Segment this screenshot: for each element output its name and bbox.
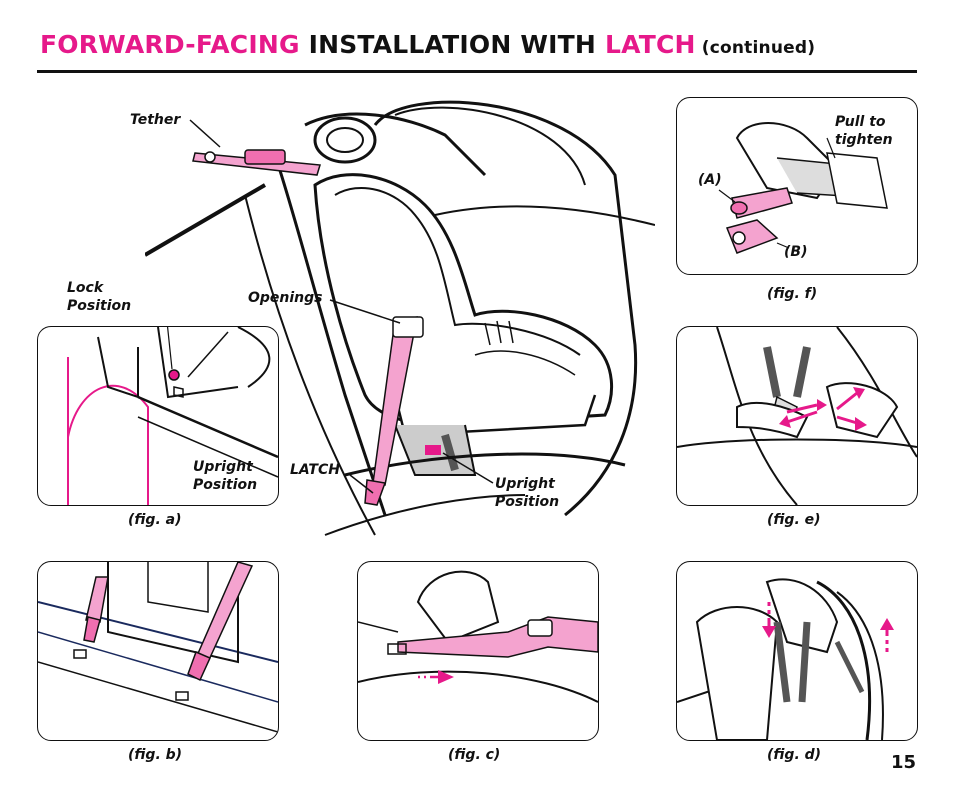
main-illustration bbox=[145, 95, 655, 560]
fig-d-panel bbox=[676, 561, 918, 741]
title-latch: LATCH bbox=[604, 30, 696, 59]
title-continued: (continued) bbox=[695, 38, 816, 58]
label-a: (A) bbox=[698, 172, 722, 188]
title-installation-with: INSTALLATION WITH bbox=[299, 30, 605, 59]
main-upright-line2: Position bbox=[495, 494, 560, 510]
fig-c-panel bbox=[357, 561, 599, 741]
lock-position-label: Lock Position bbox=[67, 279, 131, 315]
page-title: FORWARD-FACING INSTALLATION WITH LATCH (… bbox=[40, 30, 815, 59]
fig-e-panel bbox=[676, 326, 918, 506]
lock-line1: Lock bbox=[67, 280, 104, 296]
latch-label: LATCH bbox=[290, 462, 340, 478]
fig-a-upright-label: Upright Position bbox=[193, 458, 257, 494]
fig-f-panel: Pull to tighten (A) (B) bbox=[676, 97, 918, 275]
fig-a-panel: Upright Position bbox=[37, 326, 279, 506]
pull-line2: tighten bbox=[835, 132, 893, 148]
fig-f-caption: (fig. f) bbox=[767, 286, 818, 302]
fig-c-caption: (fig. c) bbox=[448, 747, 501, 763]
title-forward-facing: FORWARD-FACING bbox=[40, 30, 300, 59]
fig-d-caption: (fig. d) bbox=[767, 747, 822, 763]
main-upright-line1: Upright bbox=[495, 476, 555, 492]
lock-line2: Position bbox=[67, 298, 132, 314]
tether-label: Tether bbox=[130, 112, 181, 128]
fig-e-caption: (fig. e) bbox=[767, 512, 821, 528]
fig-a-upright-line1: Upright bbox=[193, 459, 253, 475]
pull-line1: Pull to bbox=[835, 114, 886, 130]
fig-b-caption: (fig. b) bbox=[128, 747, 183, 763]
openings-label: Openings bbox=[248, 290, 323, 306]
main-upright-position-label: Upright Position bbox=[495, 475, 559, 511]
pull-to-tighten-label: Pull to tighten bbox=[835, 113, 893, 149]
title-rule bbox=[37, 70, 917, 73]
label-b: (B) bbox=[784, 244, 808, 260]
page-number: 15 bbox=[890, 752, 916, 773]
fig-a-caption: (fig. a) bbox=[128, 512, 182, 528]
fig-a-upright-line2: Position bbox=[193, 477, 258, 493]
fig-b-panel bbox=[37, 561, 279, 741]
